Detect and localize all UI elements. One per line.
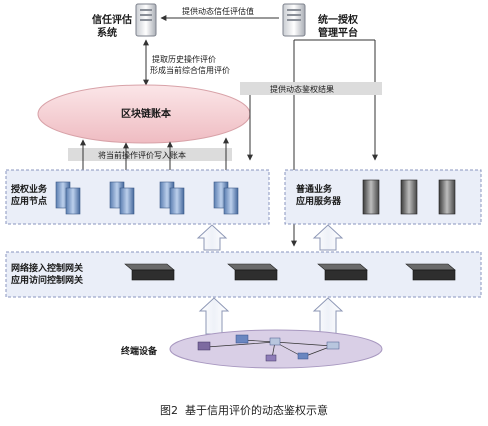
trust-value-label: 提供动态信任评估值: [182, 6, 254, 16]
app-servers-label-2: 应用服务器: [296, 195, 342, 207]
auth-result-bar: [240, 82, 382, 95]
terminals-to-gateway-arrow-right: [312, 297, 344, 335]
figure-caption: 图2 基于信用评价的动态鉴权示意: [0, 402, 488, 418]
auth-nodes-label-1: 授权业务: [11, 183, 48, 195]
auth-platform-node: 统一授权 管理平台: [282, 3, 359, 39]
history-label-1: 提取历史操作评价: [152, 54, 216, 64]
auth-platform-label-1: 统一授权: [318, 13, 359, 26]
gateway-device-group: [124, 263, 456, 281]
terminal-device-group: [197, 334, 340, 362]
terminals-to-gateway-arrow-left: [198, 297, 230, 335]
auth-nodes-label-2: 应用节点: [11, 195, 47, 207]
auth-result-label: 提供动态鉴权结果: [270, 84, 334, 94]
auth-node-server-group: [55, 181, 239, 215]
figure-number: 图2: [160, 404, 178, 417]
terminals-ellipse: [169, 329, 383, 369]
history-label-2: 形成当前综合信用评价: [150, 65, 230, 75]
app-servers-label-1: 普通业务: [296, 183, 333, 195]
figure-title: 基于信用评价的动态鉴权示意: [185, 404, 328, 417]
write-ledger-bar: [68, 148, 232, 161]
gateway-to-servers-arrow: [312, 224, 344, 251]
blockchain-label: 区块链账本: [121, 107, 172, 120]
app-server-group: [362, 179, 456, 215]
trust-system-label-2: 系统: [97, 26, 117, 39]
trust-system-label-1: 信任评估: [92, 13, 132, 26]
auth-platform-label-2: 管理平台: [318, 26, 358, 39]
gateway-label-1: 网络接入控制网关: [11, 262, 83, 274]
gateway-label-2: 应用访问控制网关: [11, 274, 83, 286]
gateway-to-nodes-arrow: [196, 224, 228, 251]
write-ledger-label: 将当前操作评价写入账本: [98, 150, 186, 160]
terminals-label: 终端设备: [120, 345, 158, 357]
trust-system-node: 信任评估 系统: [92, 3, 157, 39]
